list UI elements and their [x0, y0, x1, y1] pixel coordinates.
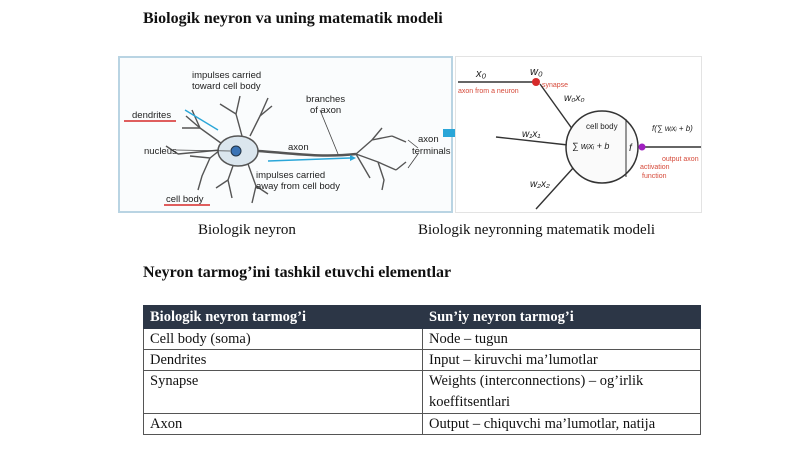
math-model-figure: x₀ w₀ synapse axon from a neuron w₀x₀ w₁…: [455, 56, 702, 213]
label-x0: x₀: [475, 68, 487, 80]
label-cell-body: cell body: [166, 194, 204, 205]
section-title: Biologik neyron va uning matematik model…: [143, 10, 443, 27]
table-cell: Weights (interconnections) – og’irlik ko…: [422, 370, 701, 414]
table-cell: Input – kiruvchi ma’lumotlar: [422, 349, 701, 371]
table-cell: Output – chiquvchi ma’lumotlar, natija: [422, 413, 701, 435]
label-dendrites: dendrites: [132, 110, 171, 121]
caption-biological-neuron: Biologik neyron: [198, 222, 296, 238]
table-cell: Cell body (soma): [143, 328, 423, 350]
elements-title: Neyron tarmog’ini tashkil etuvchi elemen…: [143, 264, 452, 281]
label-output-axon: output axon: [662, 156, 699, 163]
table-cell: Dendrites: [143, 349, 423, 371]
label-branches: branches: [306, 94, 345, 105]
table-header-biological: Biologik neyron tarmog’i: [143, 305, 423, 329]
label-function: function: [642, 173, 667, 180]
label-w0: w₀: [530, 66, 543, 78]
label-nucleus: nucleus: [144, 146, 177, 157]
label-impulses-toward-2: toward cell body: [192, 81, 261, 92]
label-axon-terminals: axon: [418, 134, 439, 145]
label-impulses-away: impulses carried: [256, 170, 325, 181]
comparison-table: Biologik neyron tarmog’i Sun’iy neyron t…: [143, 305, 701, 435]
label-f-output: f(∑ wᵢxᵢ + b): [652, 124, 693, 133]
table-row: Cell body (soma) Node – tugun: [143, 328, 701, 350]
label-f: f: [629, 143, 633, 154]
table-cell: Synapse: [143, 370, 423, 414]
table-row: Axon Output – chiquvchi ma’lumotlar, nat…: [143, 413, 701, 435]
label-w1x1: w₁x₁: [522, 129, 541, 140]
table-cell: Node – tugun: [422, 328, 701, 350]
label-w0x0: w₀x₀: [564, 93, 585, 104]
label-axon: axon: [288, 142, 309, 153]
label-cell-body: cell body: [586, 122, 618, 131]
label-synapse: synapse: [542, 82, 568, 89]
label-impulses-toward: impulses carried: [192, 70, 261, 81]
label-branches-2: of axon: [310, 105, 341, 116]
table-header-row: Biologik neyron tarmog’i Sun’iy neyron t…: [143, 305, 701, 329]
math-model-diagram: x₀ w₀ synapse axon from a neuron w₀x₀ w₁…: [458, 66, 701, 210]
biological-neuron-figure: impulses carried toward cell body dendri…: [118, 56, 453, 213]
table-cell: Axon: [143, 413, 423, 435]
label-impulses-away-2: away from cell body: [256, 181, 340, 192]
label-activation: activation: [640, 164, 670, 171]
table-header-artificial: Sun’iy neyron tarmog’i: [422, 305, 701, 329]
table-row: Synapse Weights (interconnections) – og’…: [143, 370, 701, 414]
label-axon-terminals-2: terminals: [412, 146, 451, 157]
biological-neuron-diagram: impulses carried toward cell body dendri…: [124, 70, 451, 206]
label-w2x2: w₂x₂: [530, 179, 550, 190]
table-row: Dendrites Input – kiruvchi ma’lumotlar: [143, 349, 701, 371]
label-axon-from: axon from a neuron: [458, 88, 519, 95]
caption-math-model: Biologik neyronning matematik modeli: [418, 222, 656, 238]
label-sum: ∑ wᵢxᵢ + b: [572, 141, 609, 151]
